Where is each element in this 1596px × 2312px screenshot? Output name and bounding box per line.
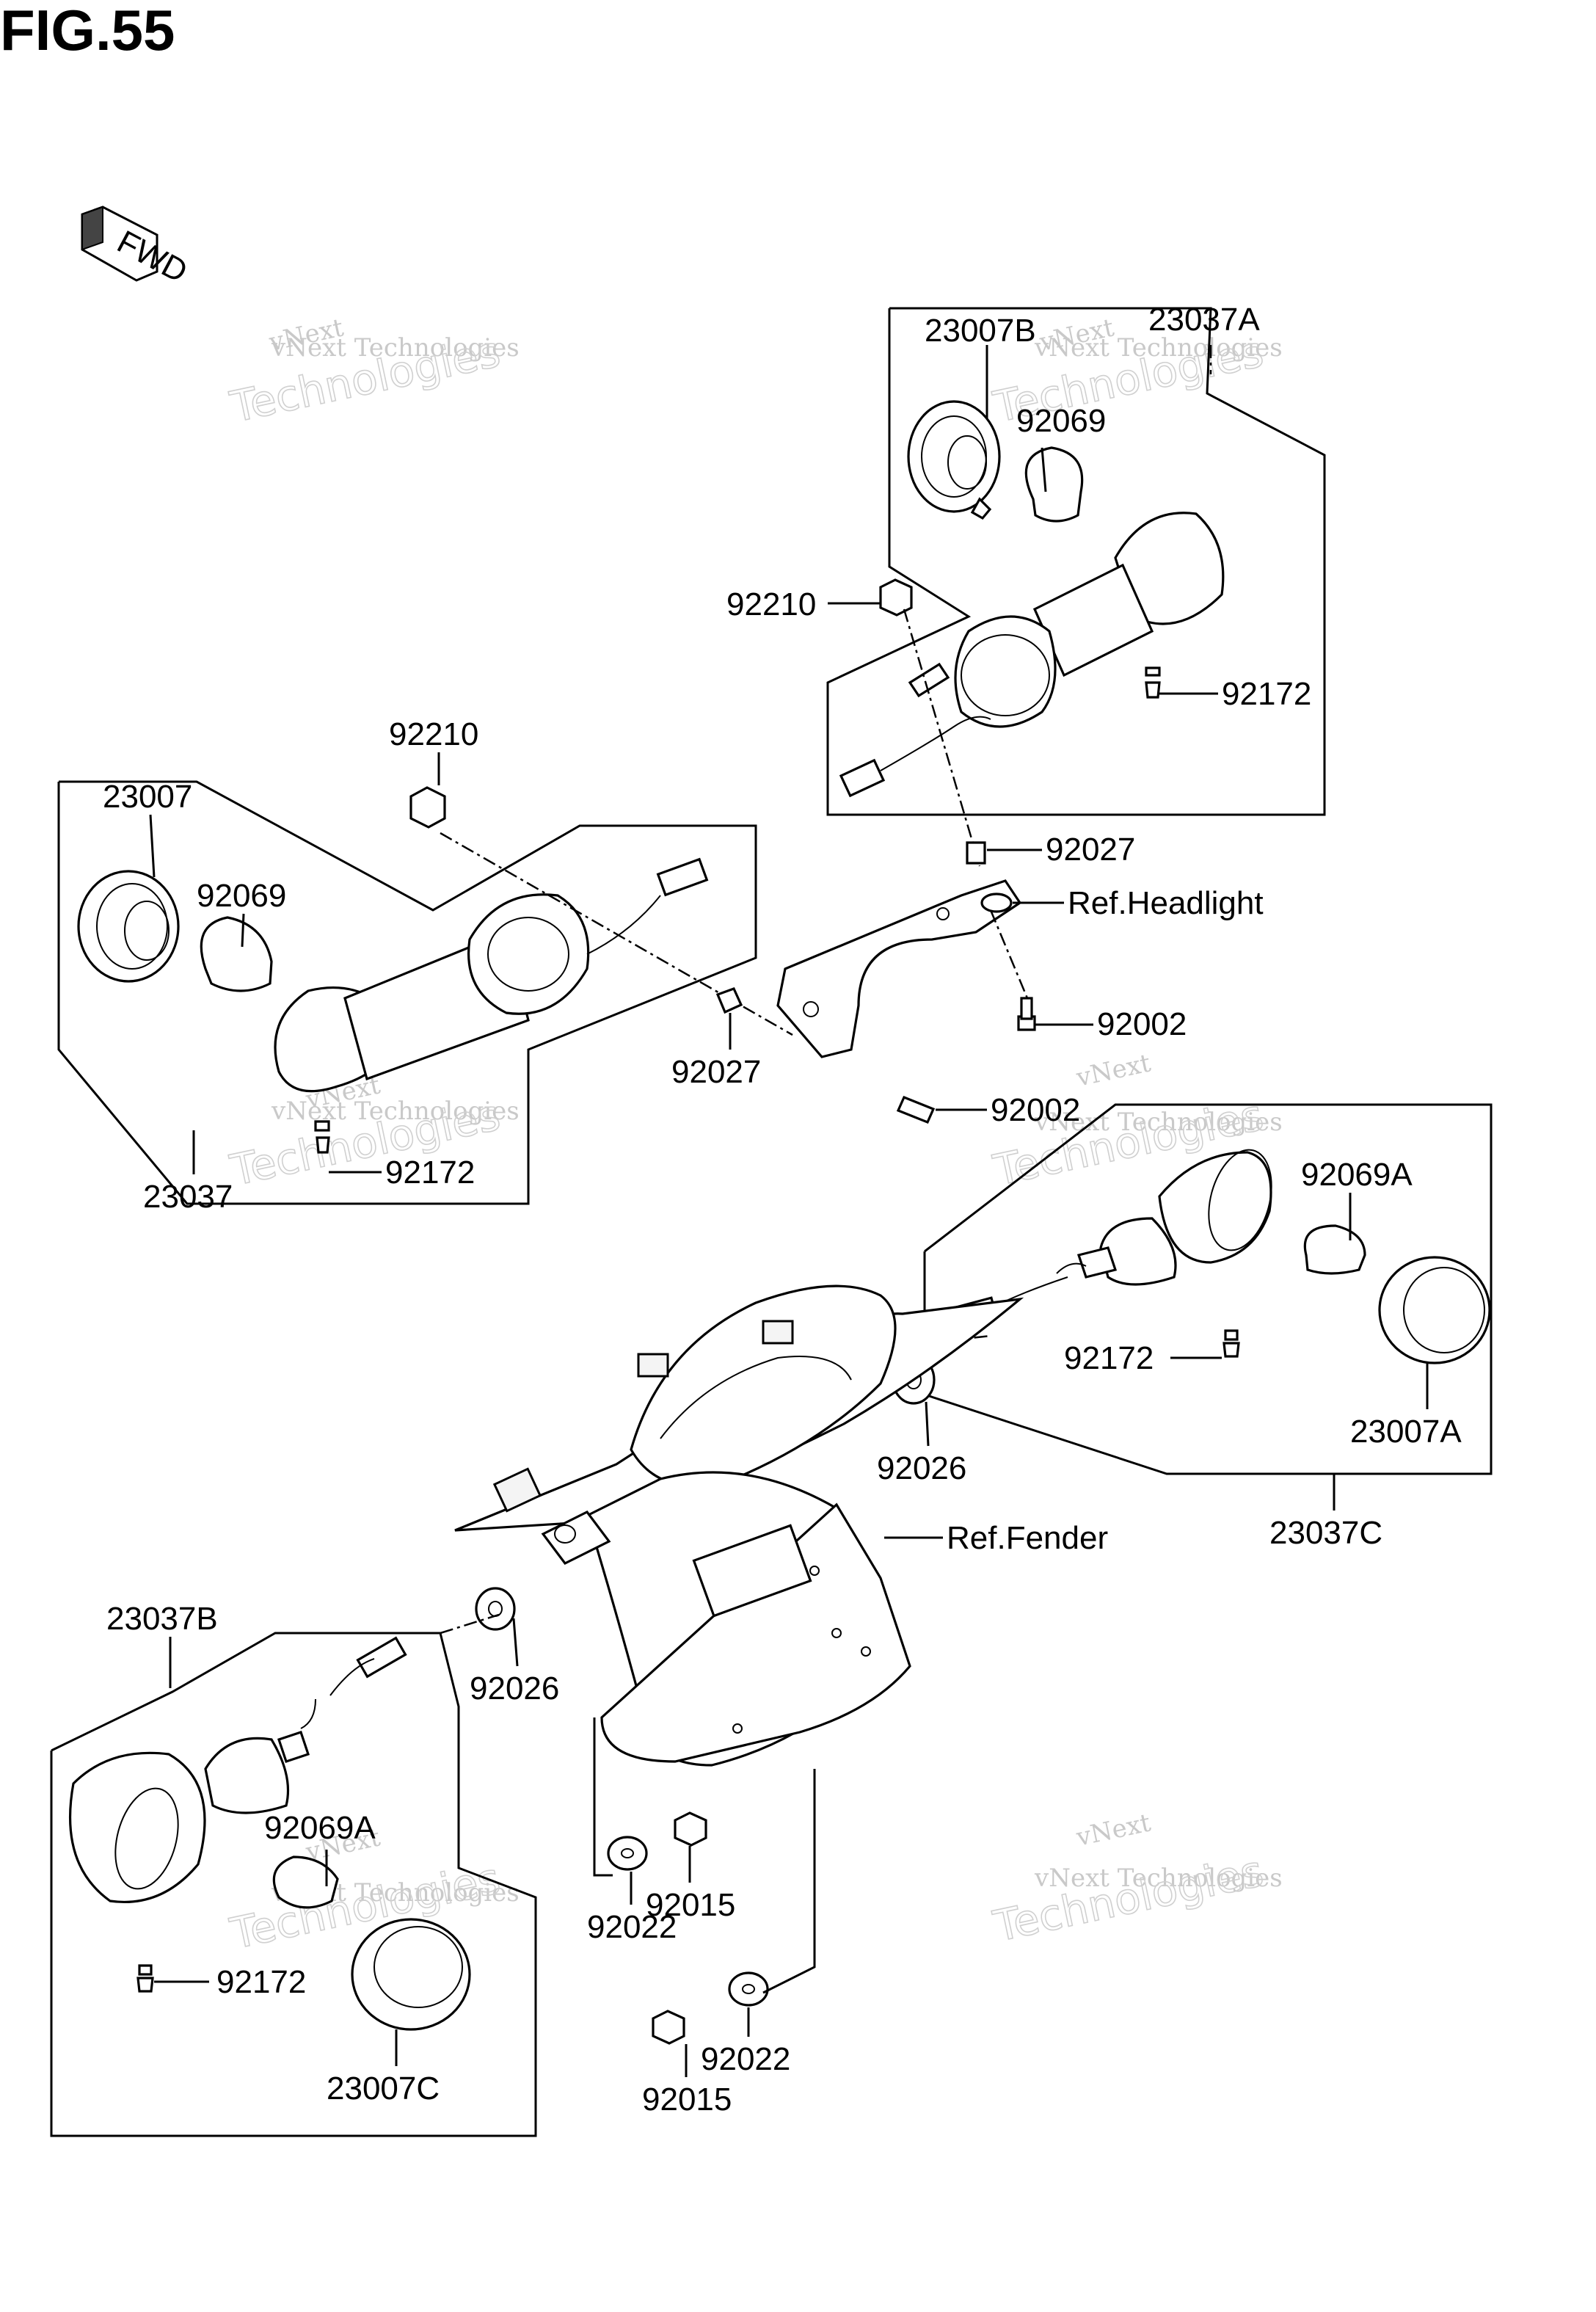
- label-92172-right: 92172: [1064, 1340, 1154, 1376]
- label-92027-right: 92027: [1046, 832, 1135, 868]
- label-92026-left: 92026: [470, 1671, 559, 1706]
- fender-assembly: [454, 1284, 1024, 1767]
- svg-text:vNext Technologies: vNext Technologies: [271, 1097, 520, 1126]
- label-92022-a: 92022: [587, 1909, 677, 1945]
- label-92210-top: 92210: [726, 586, 816, 622]
- label-92172-bl: 92172: [216, 1964, 306, 2000]
- svg-text:vNext Technologies: vNext Technologies: [1034, 1108, 1283, 1137]
- label-ref-headlight: Ref.Headlight: [1068, 885, 1264, 921]
- label-92022-b: 92022: [701, 2041, 790, 2077]
- label-23037C: 23037C: [1269, 1515, 1382, 1551]
- label-92002-a: 92002: [1097, 1006, 1187, 1042]
- assembly-23037B: [50, 1613, 537, 2137]
- label-92069A-left: 92069A: [264, 1810, 376, 1846]
- watermark-bottom-right: vNext vNext Technologies Technologies: [988, 1808, 1283, 1952]
- assembly-23037: [57, 752, 793, 1205]
- hardware-bottom: [593, 1717, 816, 2077]
- label-92015-b: 92015: [642, 2082, 732, 2117]
- svg-text:vNext Technologies: vNext Technologies: [1034, 333, 1283, 363]
- label-ref-fender: Ref.Fender: [947, 1520, 1108, 1556]
- svg-text:Technologies: Technologies: [989, 1846, 1268, 1952]
- svg-text:vNext Technologies: vNext Technologies: [271, 333, 520, 363]
- label-92026-right: 92026: [877, 1450, 966, 1486]
- label-92002-b: 92002: [991, 1092, 1080, 1128]
- bracket-headlight: [715, 841, 1093, 1124]
- assembly-23037A: [826, 307, 1326, 867]
- figure-title: FIG.55: [0, 0, 175, 62]
- label-23037A: 23037A: [1148, 302, 1260, 338]
- assembly-23037C: [923, 1103, 1493, 1511]
- label-92069-top: 92069: [1016, 403, 1106, 439]
- watermark-mid-left: vNext vNext Technologies Technologies: [225, 1070, 520, 1196]
- label-23037B: 23037B: [106, 1601, 218, 1637]
- label-92172-top: 92172: [1222, 676, 1311, 712]
- label-23007C: 23007C: [327, 2071, 440, 2106]
- label-92069A-right: 92069A: [1301, 1157, 1413, 1193]
- svg-text:vNext: vNext: [1074, 1048, 1154, 1093]
- label-92069-left: 92069: [197, 878, 286, 914]
- label-92027-left: 92027: [671, 1054, 761, 1090]
- label-23007B: 23007B: [925, 313, 1036, 349]
- label-92015-a: 92015: [646, 1887, 735, 1923]
- svg-text:vNext Technologies: vNext Technologies: [1034, 1864, 1283, 1893]
- label-92210-mid: 92210: [389, 716, 478, 752]
- label-23037: 23037: [143, 1179, 233, 1215]
- washer-92026-left: [475, 1587, 519, 1667]
- part-labels: 23007B 23037A 92069 92210 92172 92210 23…: [103, 302, 1462, 2117]
- watermark-top-left: vNext vNext Technologies Technologies: [225, 313, 520, 432]
- label-92172-left: 92172: [385, 1155, 475, 1190]
- label-23007: 23007: [103, 779, 192, 815]
- label-23007A: 23007A: [1350, 1414, 1462, 1450]
- fwd-arrow-icon: FWD: [81, 206, 193, 290]
- svg-text:vNext: vNext: [1074, 1808, 1154, 1853]
